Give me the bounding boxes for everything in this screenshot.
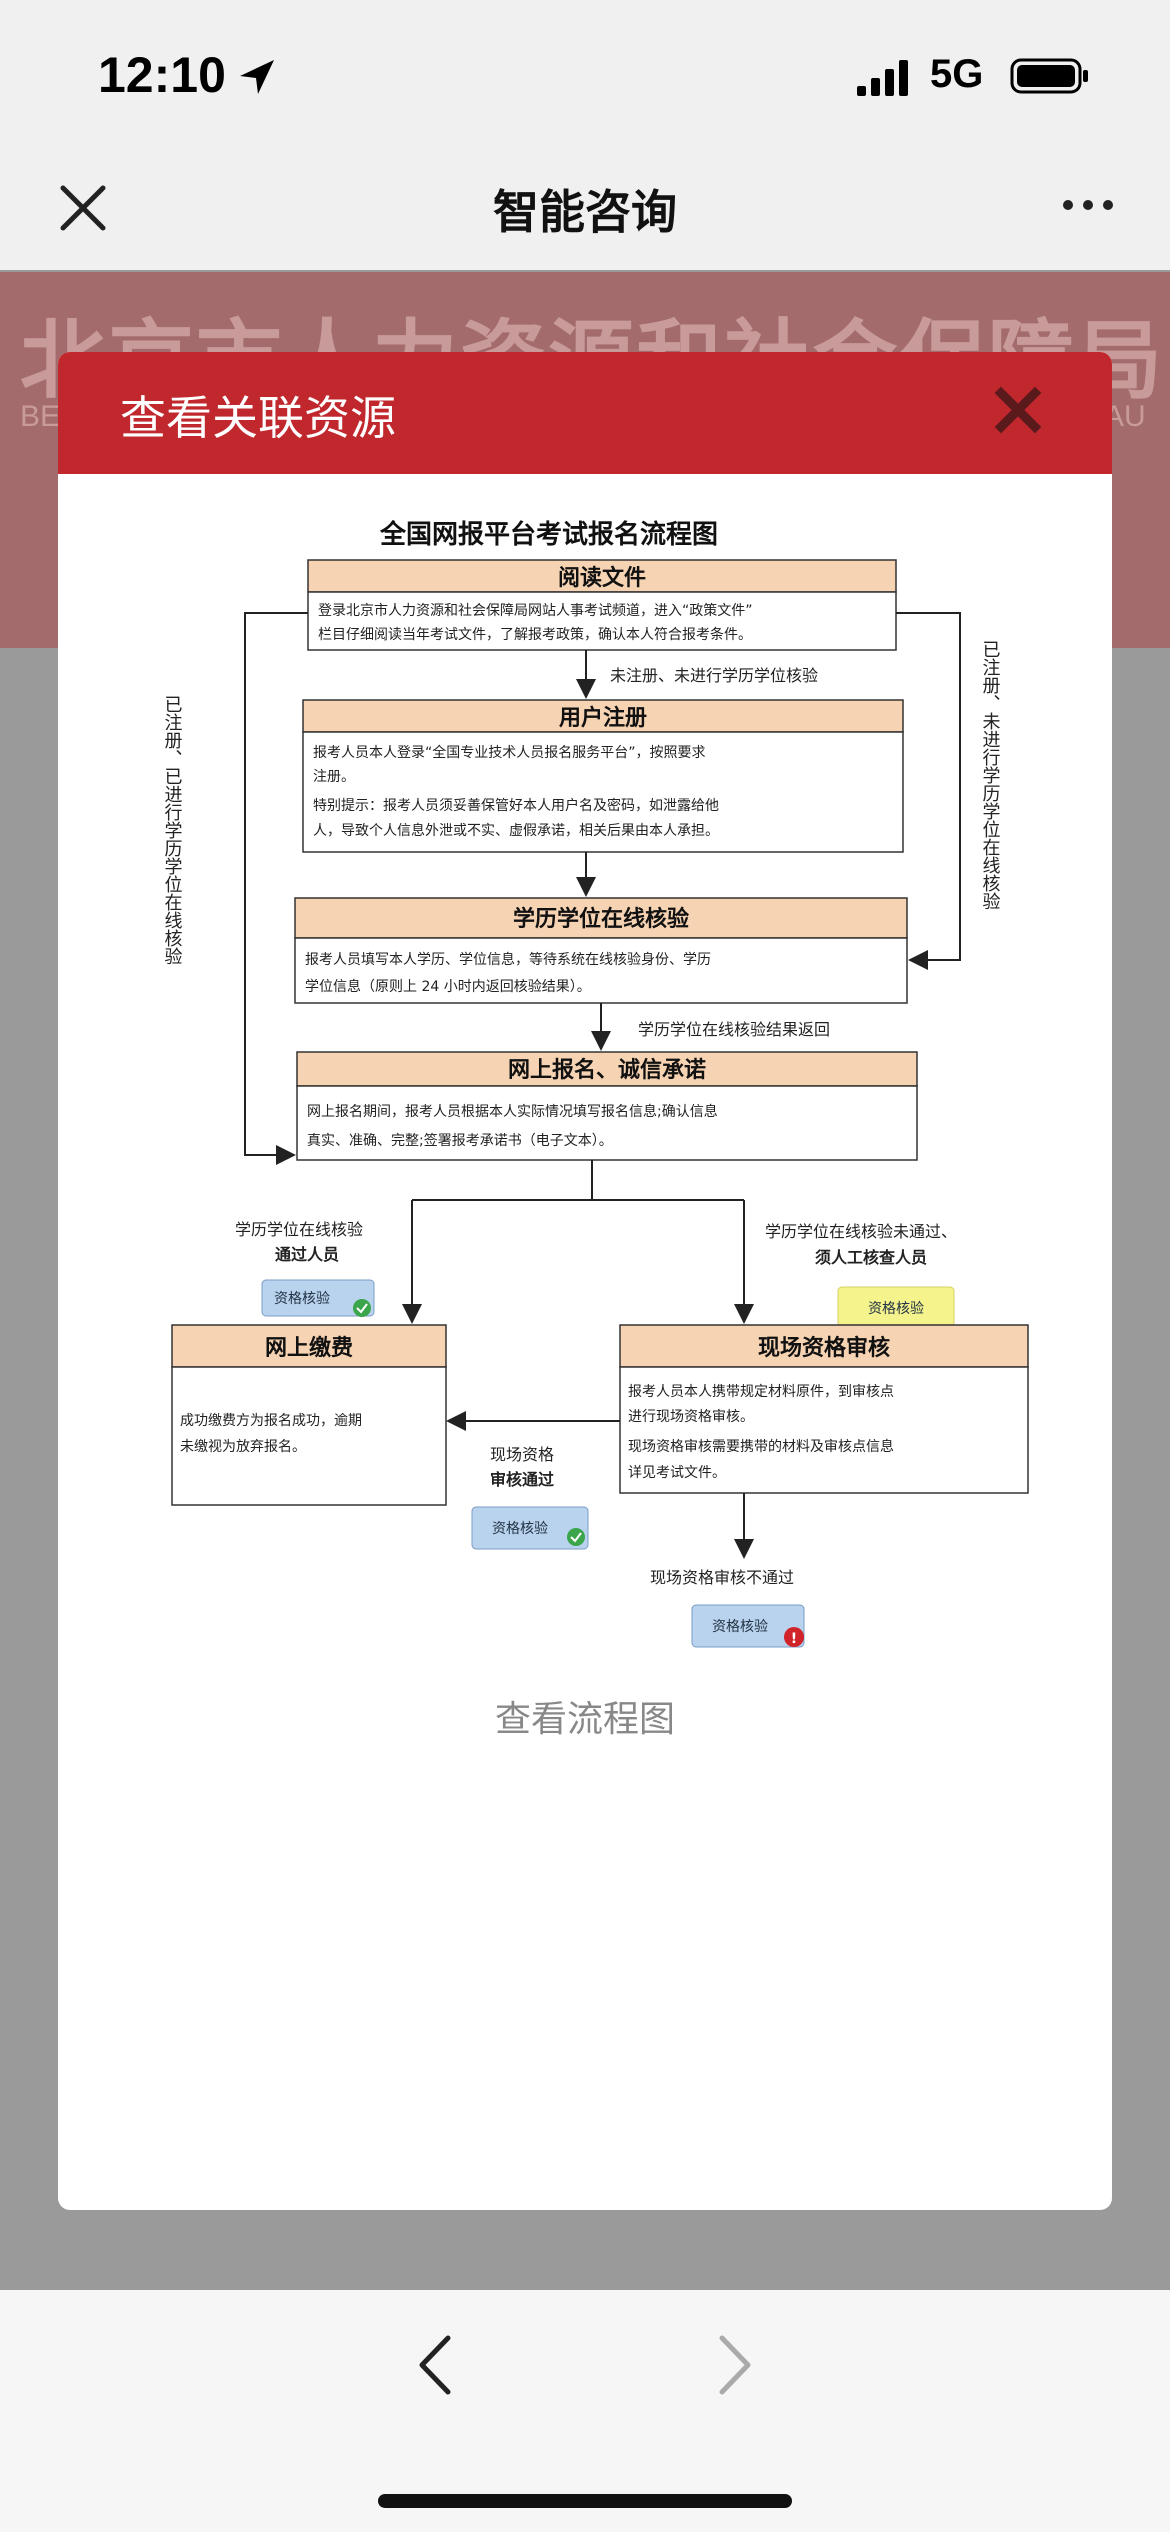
label-passed-2: 通过人员 [275, 1245, 339, 1264]
badge-verify-manual: 资格核验 [837, 1286, 955, 1328]
label-failed-1: 学历学位在线核验未通过、 [765, 1222, 957, 1241]
page-title: 智能咨询 [493, 185, 677, 239]
flowchart-image[interactable]: 全国网报平台考试报名流程图 阅读文件 登录北京市人力资源和社会保障局网站人事考试… [110, 515, 1070, 1715]
step5-text-1: 成功缴费方为报名成功，逾期 [180, 1413, 362, 1429]
step1-text-2: 栏目仔细阅读当年考试文件，了解报考政策，确认本人符合报考条件。 [318, 626, 752, 643]
step-online-payment: 网上缴费 成功缴费方为报名成功，逾期 未缴视为放弃报名。 [171, 1324, 447, 1506]
more-icon[interactable] [1060, 190, 1116, 220]
bottom-toolbar [0, 2290, 1170, 2532]
svg-text:!: ! [791, 1631, 797, 1647]
step5-title: 网上缴费 [265, 1335, 353, 1361]
label-failed-2: 须人工核查人员 [815, 1248, 927, 1267]
view-flowchart-link[interactable]: 查看流程图 [494, 1699, 675, 1740]
step-onsite-review: 现场资格审核 报考人员本人携带规定材料原件，到审核点 进行现场资格审核。 现场资… [619, 1324, 1029, 1494]
step-read-files: 阅读文件 登录北京市人力资源和社会保障局网站人事考试频道，进入“政策文件” 栏目… [307, 559, 897, 651]
home-indicator [378, 2494, 792, 2508]
badge-site-pass: 资格核验 [471, 1506, 589, 1550]
location-arrow-icon [240, 60, 274, 94]
forward-arrow-icon[interactable] [710, 2330, 760, 2400]
status-time: 12:10 [98, 47, 226, 103]
step4-text-2: 真实、准确、完整;签署报考承诺书（电子文本）。 [307, 1132, 613, 1149]
badge-site-fail: 资格核验 ! [691, 1604, 805, 1648]
close-icon[interactable] [55, 180, 111, 236]
badge-verify-pass: 资格核验 [261, 1279, 375, 1317]
step3-text-1: 报考人员填写本人学历、学位信息，等待系统在线核验身份、学历 [305, 951, 711, 968]
modal-title: 查看关联资源 [120, 391, 396, 445]
step6-text-1: 报考人员本人携带规定材料原件，到审核点 [628, 1384, 894, 1400]
modal-header: 查看关联资源 [58, 352, 1112, 474]
label-site-pass-1: 现场资格 [490, 1445, 554, 1464]
step3-title: 学历学位在线核验 [513, 906, 689, 932]
step2-text-1: 报考人员本人登录“全国专业技术人员报名服务平台”，按照要求 [313, 744, 706, 761]
side-label-left: 已注册、已进行学历学位在线核验 [162, 695, 183, 965]
step6-text-2: 进行现场资格审核。 [628, 1409, 754, 1425]
step3-text-2: 学位信息（原则上 24 小时内返回核验结果）。 [305, 978, 591, 995]
step2-title: 用户注册 [559, 705, 647, 731]
back-arrow-icon[interactable] [410, 2330, 460, 2400]
badge-label-4: 资格核验 [712, 1619, 768, 1635]
side-left-text: 已注册、已进行学历学位在线核验 [162, 695, 183, 965]
badge-label: 资格核验 [274, 1291, 330, 1307]
label-site-fail: 现场资格审核不通过 [650, 1568, 794, 1587]
step-user-register: 用户注册 报考人员本人登录“全国专业技术人员报名服务平台”，按照要求 注册。 特… [302, 699, 904, 853]
side-right-text: 已注册、未进行学历学位在线核验 [980, 640, 1001, 910]
modal-close-icon[interactable] [993, 385, 1043, 435]
label-unregistered: 未注册、未进行学历学位核验 [610, 666, 818, 685]
step-online-apply: 网上报名、诚信承诺 网上报名期间，报考人员根据本人实际情况填写报名信息;确认信息… [296, 1051, 918, 1161]
label-site-pass-2: 审核通过 [490, 1470, 554, 1489]
step6-text-4: 详见考试文件。 [628, 1465, 726, 1481]
signal-icon [857, 60, 908, 96]
step6-text-3: 现场资格审核需要携带的材料及审核点信息 [628, 1438, 894, 1455]
flowchart-title: 全国网报平台考试报名流程图 [379, 519, 718, 550]
badge-label-2: 资格核验 [868, 1301, 924, 1317]
battery-icon [1010, 58, 1088, 94]
nav-bar [0, 150, 1170, 270]
step4-title: 网上报名、诚信承诺 [508, 1057, 706, 1083]
side-label-right: 已注册、未进行学历学位在线核验 [980, 640, 1001, 910]
step-degree-verify: 学历学位在线核验 报考人员填写本人学历、学位信息，等待系统在线核验身份、学历 学… [294, 897, 908, 1004]
step5-text-2: 未缴视为放弃报名。 [180, 1439, 306, 1455]
badge-label-3: 资格核验 [492, 1521, 548, 1537]
label-returned: 学历学位在线核验结果返回 [638, 1020, 830, 1039]
step1-text-1: 登录北京市人力资源和社会保障局网站人事考试频道，进入“政策文件” [318, 602, 753, 619]
step6-title: 现场资格审核 [758, 1335, 890, 1361]
step1-title: 阅读文件 [558, 565, 646, 591]
network-type: 5G [930, 52, 984, 96]
step2-text-3: 特别提示：报考人员须妥善保管好本人用户名及密码，如泄露给他 [313, 797, 719, 814]
step2-text-4: 人，导致个人信息外泄或不实、虚假承诺，相关后果由本人承担。 [313, 822, 719, 839]
step2-text-2: 注册。 [313, 769, 355, 785]
step4-text-1: 网上报名期间，报考人员根据本人实际情况填写报名信息;确认信息 [307, 1103, 718, 1120]
banner-subtitle: BE [20, 400, 61, 433]
status-bar [0, 0, 1170, 150]
label-passed-1: 学历学位在线核验 [235, 1220, 363, 1239]
